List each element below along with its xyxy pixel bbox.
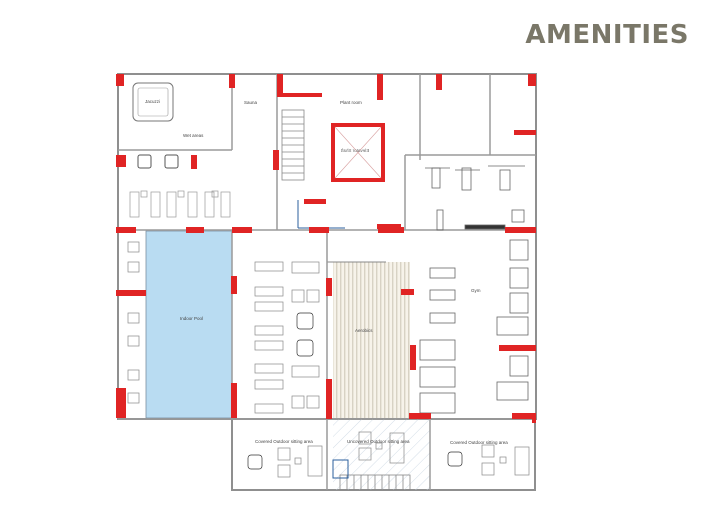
room-label-gym: Gym — [471, 288, 481, 293]
indoor-pool — [145, 230, 233, 419]
room-label-jacuzzi: Jacuzzi — [145, 99, 161, 104]
room-label-wet-areas: Wet areas — [183, 133, 204, 138]
page-title: AMENITIES — [525, 20, 689, 50]
aerobics-floor — [333, 262, 410, 418]
room-label-covered-left: Covered Outdoor sitting area — [255, 439, 313, 444]
room-label-elevator: Elevator Shaft — [341, 148, 370, 153]
wet-area-tables — [137, 154, 179, 169]
outdoor-furniture — [247, 431, 530, 478]
lounger-row — [129, 190, 231, 218]
room-label-sauna: Sauna — [244, 100, 258, 105]
jacuzzi-tub — [132, 82, 174, 122]
elevator-shaft — [331, 123, 385, 182]
gym-equipment — [419, 165, 529, 414]
room-label-covered-right: Covered Outdoor sitting area — [450, 440, 508, 445]
room-label-plant-room: Plant room — [340, 100, 362, 105]
stairs — [281, 109, 411, 491]
room-label-indoor-pool: Indoor Pool — [180, 316, 204, 321]
uncovered-area-hatch — [333, 419, 430, 490]
structural-columns — [116, 74, 536, 423]
pool-deck-loungers — [254, 261, 320, 414]
room-label-aerobics: Aerobics — [355, 328, 373, 333]
poolside-chairs — [127, 241, 140, 404]
room-label-uncovered: Uncovered Outdoor sitting area — [347, 439, 410, 444]
